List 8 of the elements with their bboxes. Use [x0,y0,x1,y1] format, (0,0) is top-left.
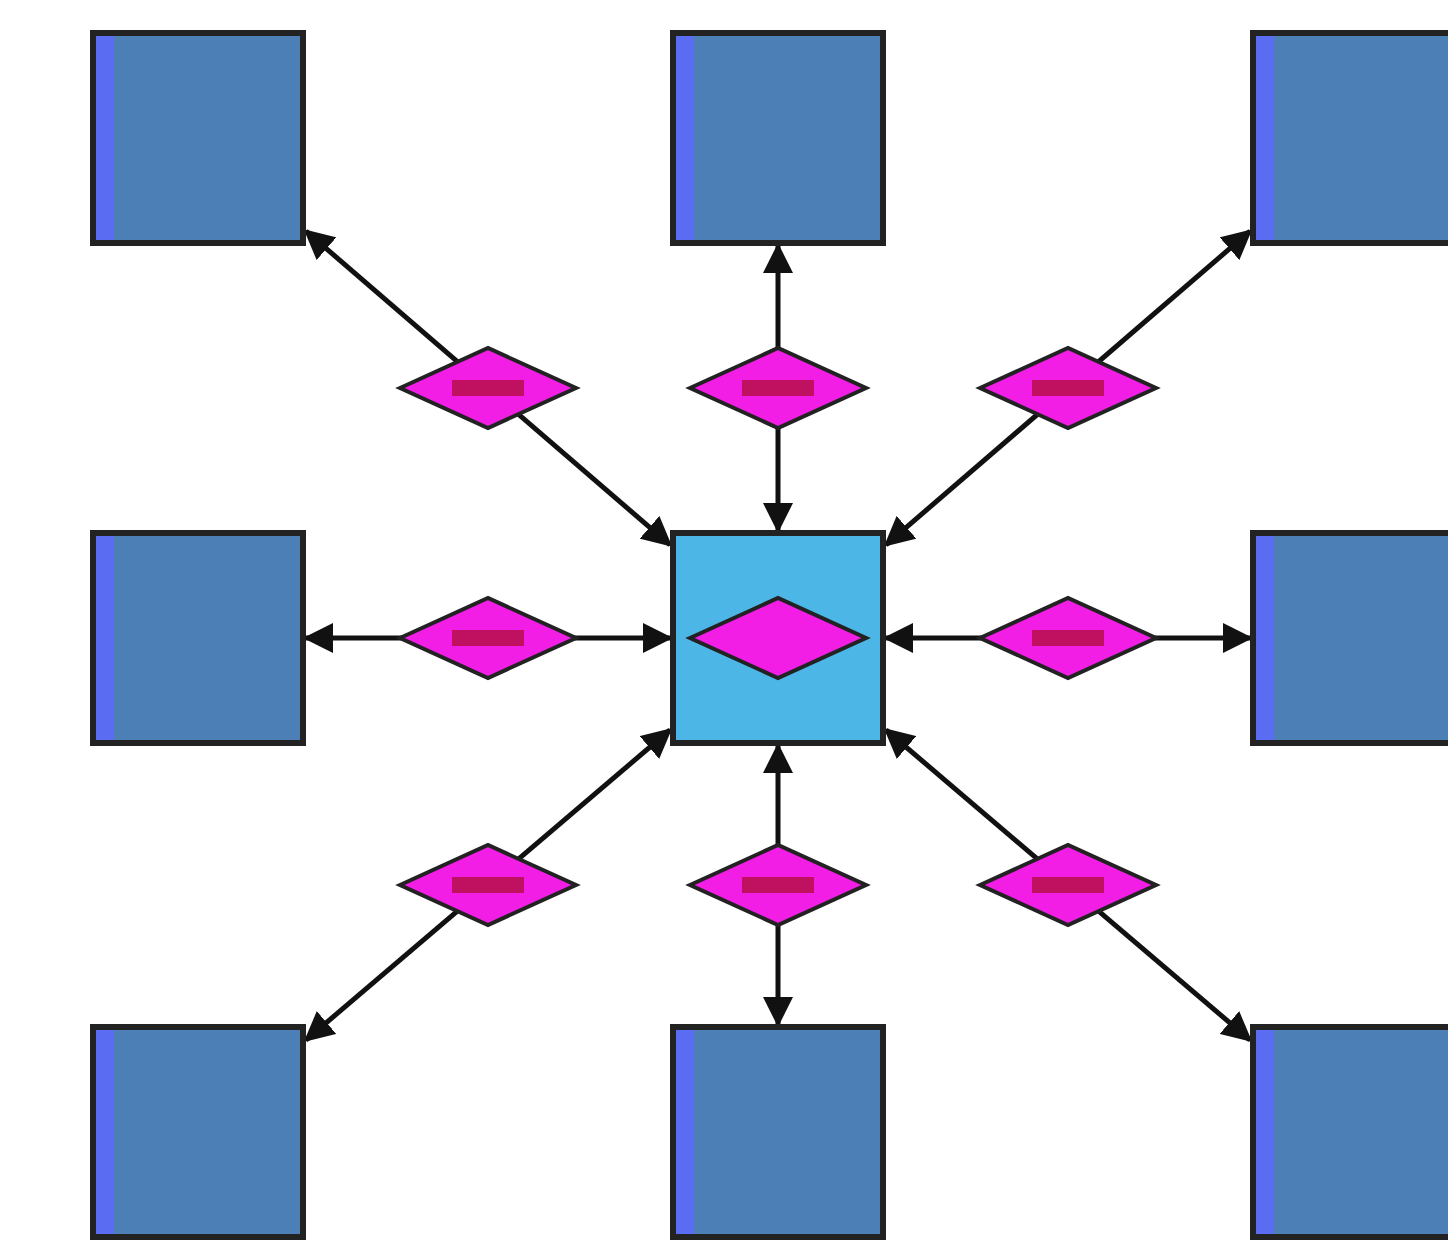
square-box [90,30,306,246]
square-box [90,1024,306,1240]
square-box [670,30,886,246]
square-box [1250,30,1448,246]
square-box [90,530,306,746]
square-box [1250,530,1448,746]
square-box [670,1024,886,1240]
square-box [1250,1024,1448,1240]
